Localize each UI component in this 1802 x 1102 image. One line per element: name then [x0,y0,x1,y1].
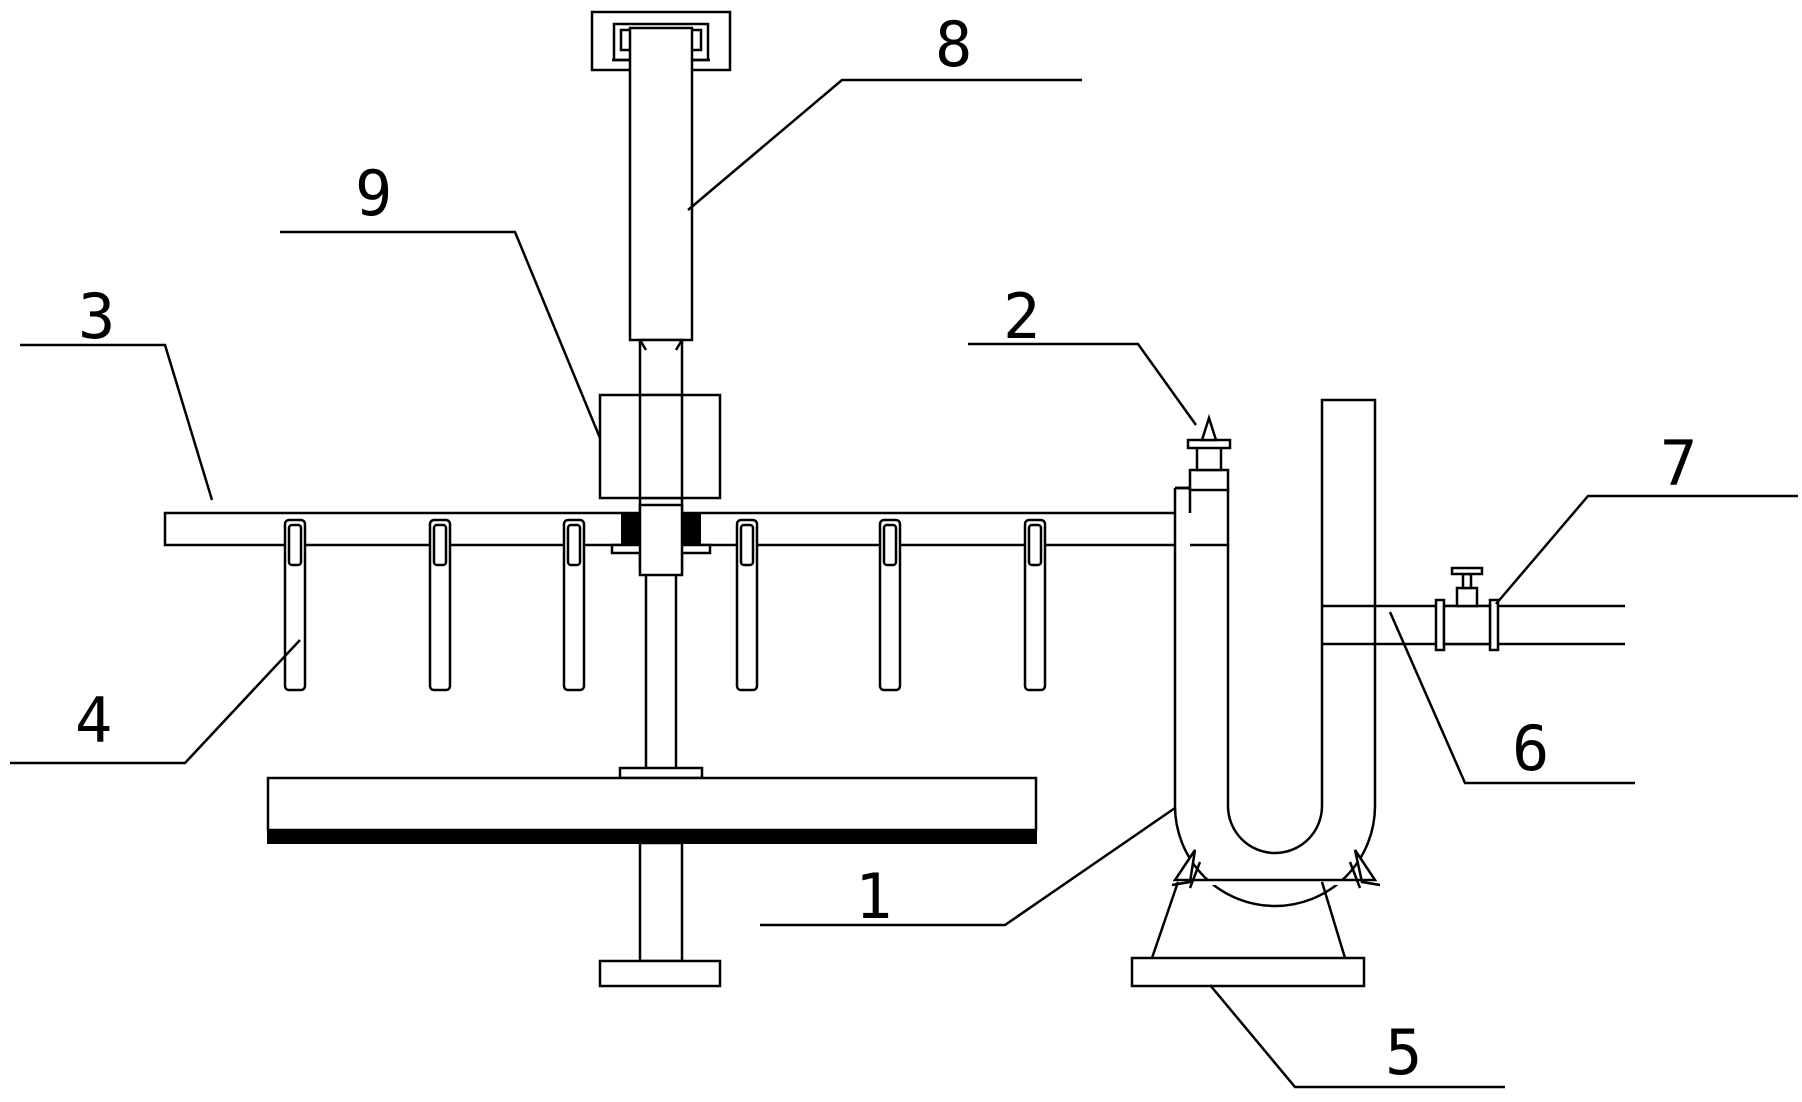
leader-7 [1495,494,1798,605]
valve [1434,566,1500,652]
sleeve-bore [638,393,684,500]
leader-8 [687,78,1082,211]
label-9: 9 [355,157,392,230]
label-4: 4 [75,684,112,757]
label-6: 6 [1512,712,1549,785]
nozzle [1023,518,1047,692]
nozzle [878,518,902,692]
bar-coupling [610,503,712,577]
nozzle [735,518,759,692]
leader-lines [10,78,1798,1089]
leader-3 [20,343,214,501]
u-pipe-support [1130,849,1381,988]
label-1: 1 [855,860,892,933]
pressure-gauge [1186,413,1232,492]
nozzle [562,518,586,692]
label-3: 3 [78,280,115,353]
u-pipe [1173,398,1377,1050]
label-5: 5 [1385,1016,1422,1089]
reference-numerals: 1 2 3 4 5 6 7 8 9 [75,8,1697,1089]
nozzle [283,518,307,692]
spray-nozzles [283,518,1047,692]
leader-4 [10,639,301,765]
nozzle [428,518,452,692]
label-8: 8 [935,8,972,81]
leader-6 [1388,611,1635,785]
label-7: 7 [1660,427,1697,500]
leader-5 [1209,984,1505,1089]
leader-9 [280,230,602,439]
label-2: 2 [1003,280,1040,353]
worktable [266,766,1038,988]
leader-1 [760,806,1176,927]
leader-2 [968,342,1198,426]
